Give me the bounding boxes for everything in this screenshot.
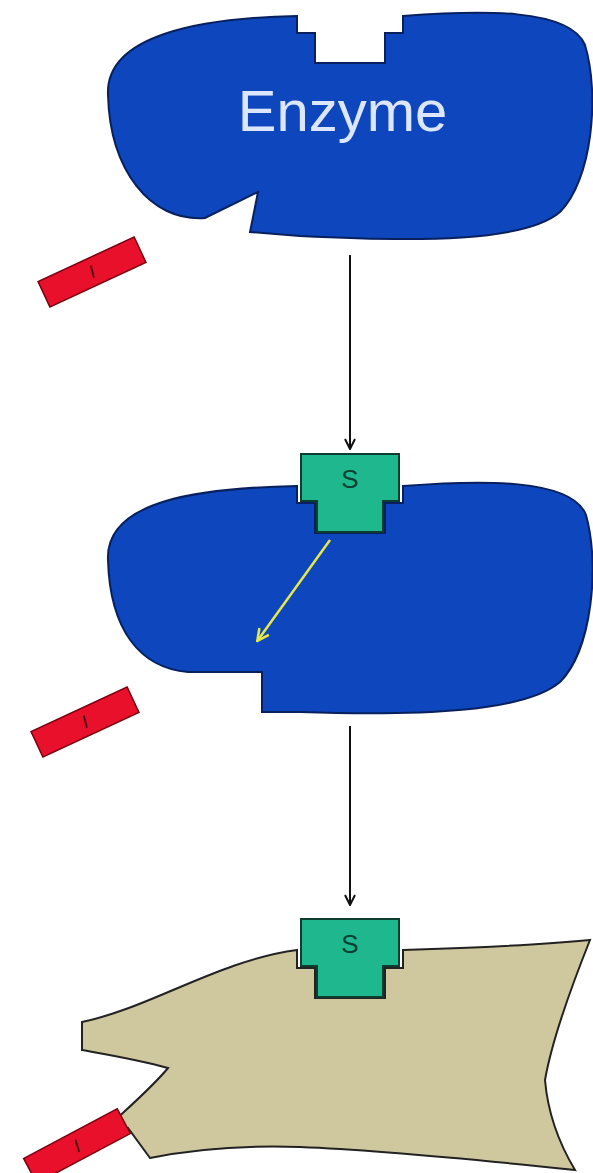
inhibitor-node: I [28,684,141,759]
substrate-shape [301,919,399,997]
inhibitor-node: I [21,1106,133,1173]
enzyme-label: Enzyme [95,70,590,150]
substrate-label: S [300,922,400,966]
signal-arrow [258,540,330,640]
enzyme-body: Enzyme [95,0,590,245]
substrate-node: S [300,918,400,998]
substrate-label: S [300,457,400,501]
inhibitor-label: I [35,234,148,309]
step-arrow [349,726,351,905]
inhibitor-label: I [28,684,141,759]
inhibitor-label: I [21,1106,133,1173]
step-arrow [349,255,351,449]
inhibitor-node: I [35,234,148,309]
substrate-shape [301,454,399,532]
substrate-node: S [300,453,400,533]
